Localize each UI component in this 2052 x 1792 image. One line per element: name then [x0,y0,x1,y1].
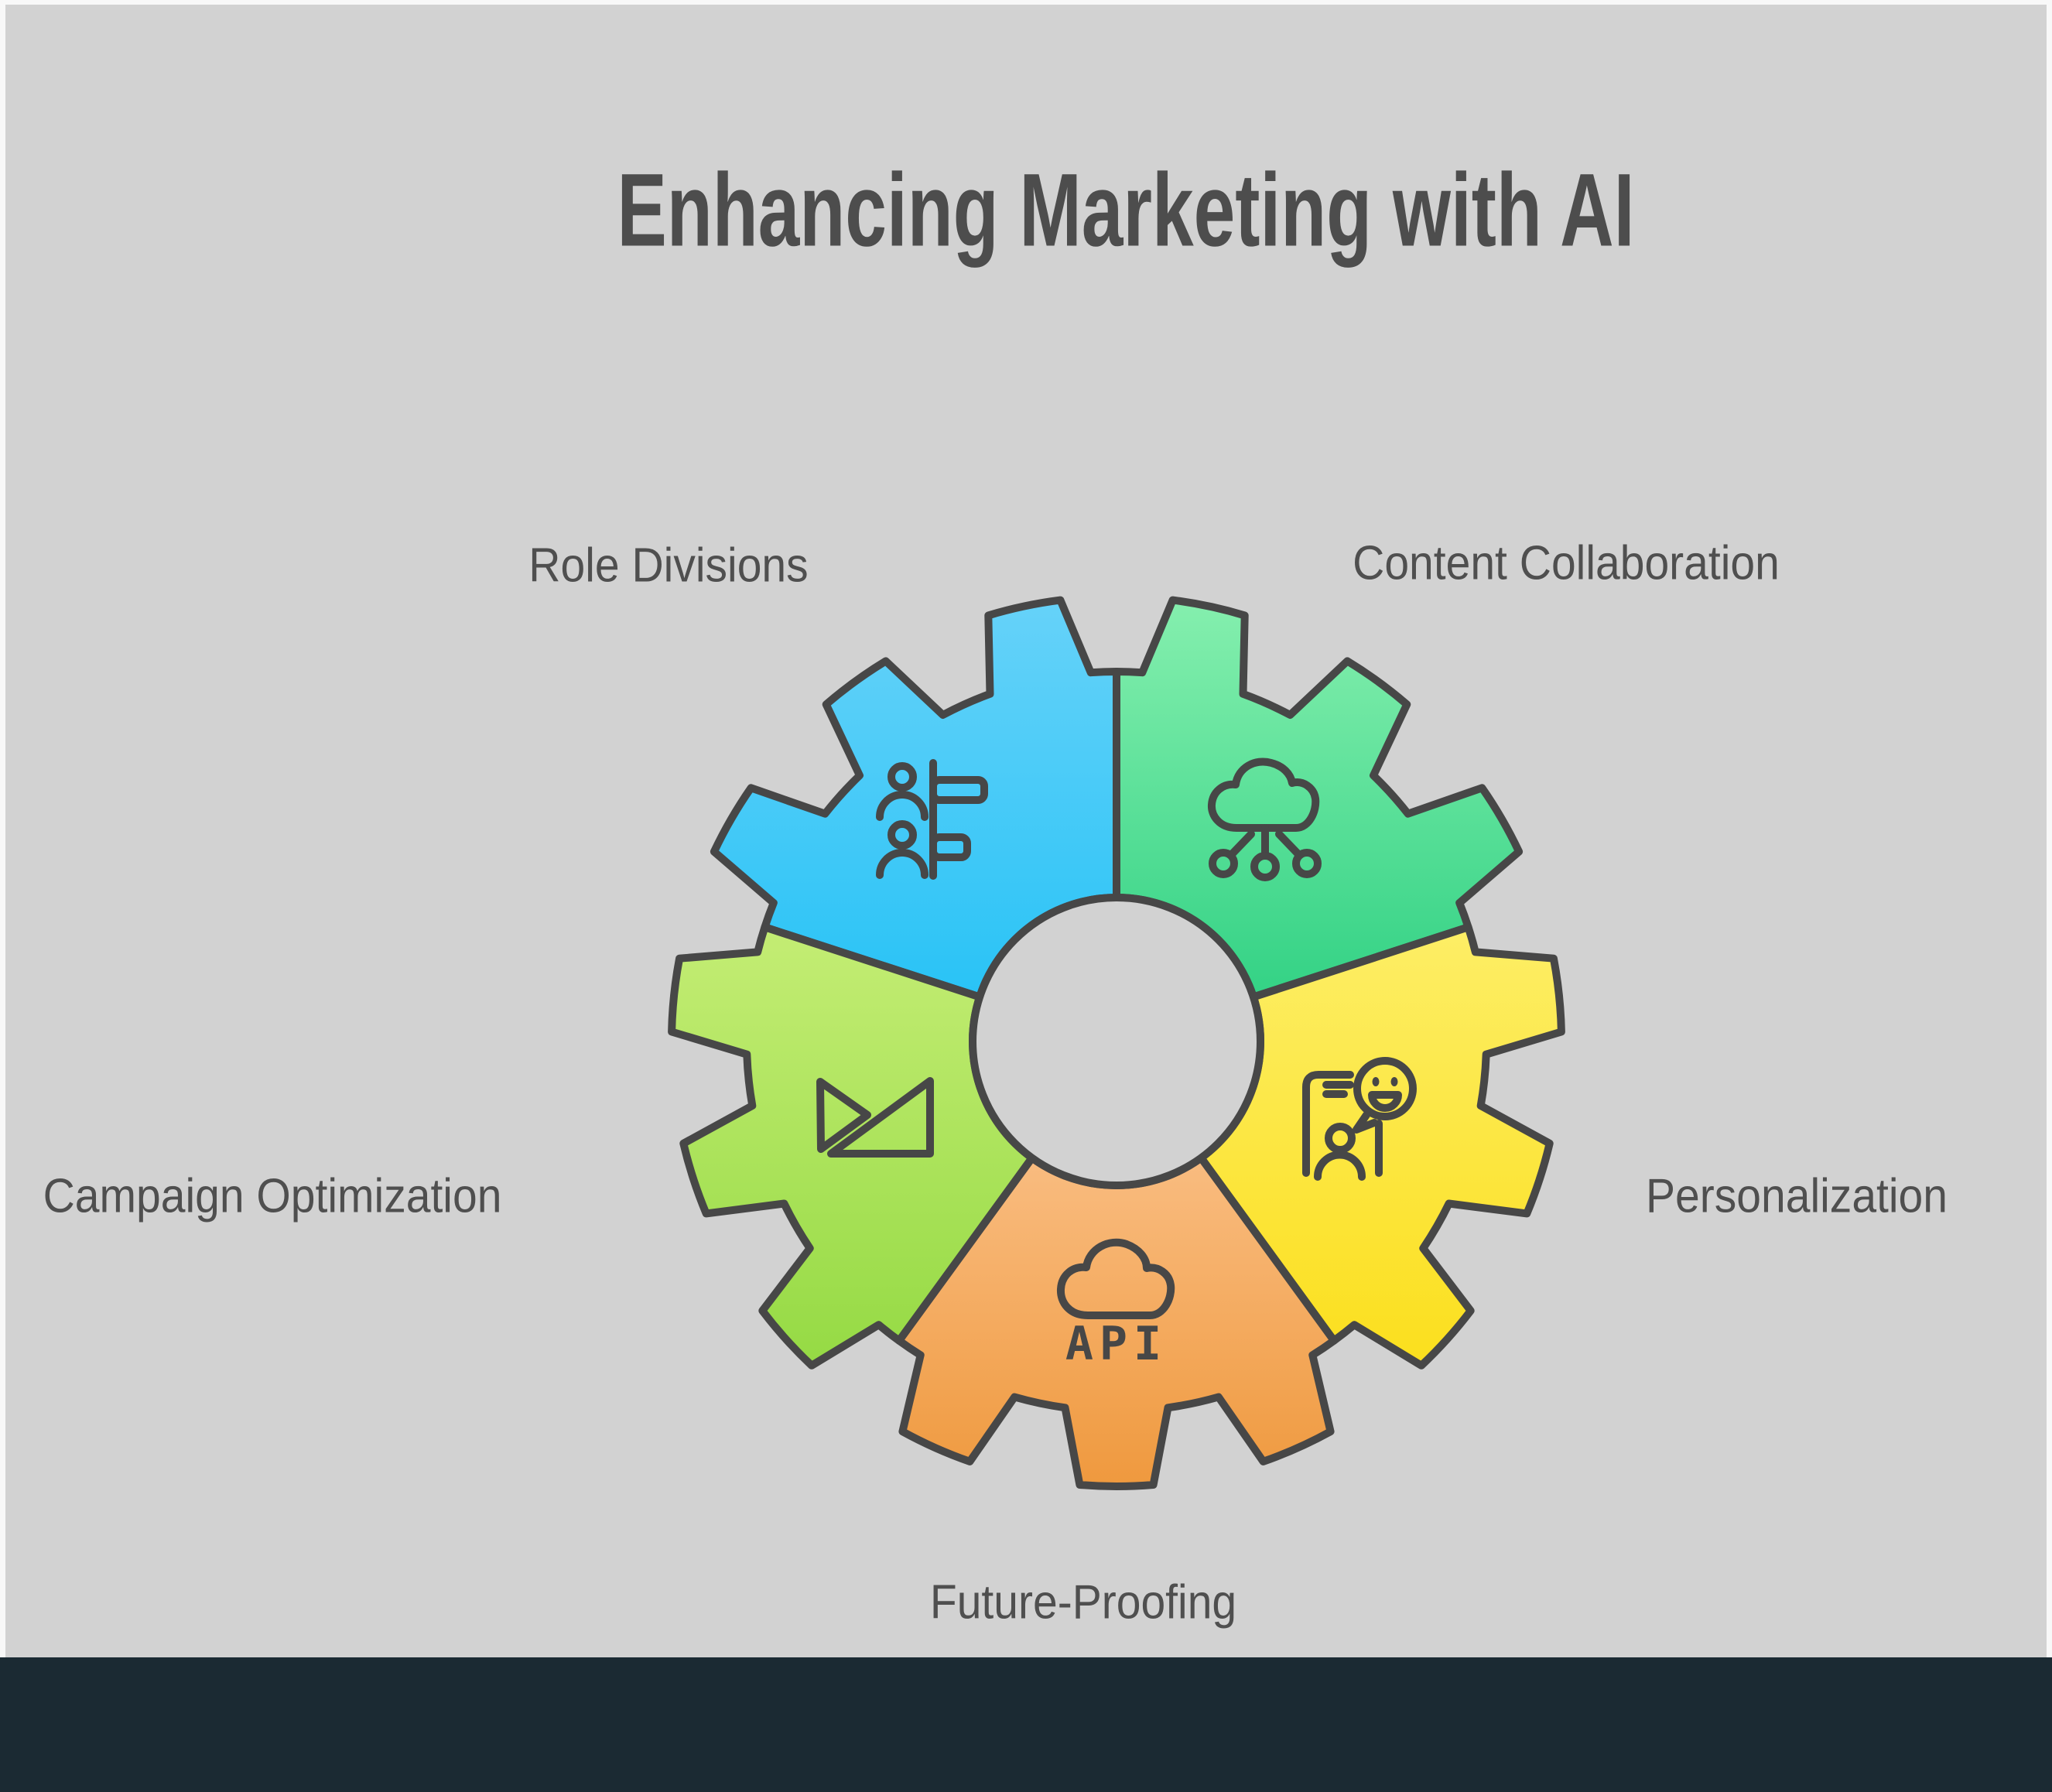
cloud-api-icon: API [1057,1238,1175,1371]
network-node [1209,849,1238,878]
label-role-divisions: Role Divisions [528,539,809,593]
footer-bar [0,1657,2052,1792]
api-label: API [1065,1317,1168,1371]
person-shoulders-icon [876,791,929,821]
smiley-bubble [1353,1057,1417,1120]
role-bar [929,833,971,861]
smiley-eye [1372,1077,1380,1086]
phone-outline [1302,1071,1354,1177]
gear-center-hub [969,894,1264,1189]
cloud-shape [1057,1238,1175,1319]
person-head-icon [887,762,917,792]
label-future-proofing: Future-Proofing [929,1575,1237,1630]
smiley-eye [1390,1077,1398,1086]
triangles-growth-icon [816,1077,934,1158]
small-triangle [816,1078,871,1153]
cloud-shape [1208,757,1320,832]
network-node [1250,852,1280,881]
phone-chat-smiley-icon [1302,1057,1417,1181]
role-bar [929,776,988,804]
page-title: Enhancing Marketing with AI [617,152,1635,268]
bubble-tail [1353,1111,1378,1134]
person-shoulders-icon [1314,1151,1366,1181]
network-node [1292,849,1322,878]
person-head-icon [1325,1123,1356,1154]
network-line [1275,830,1301,857]
network-line [1229,830,1255,857]
segment-icons: API [816,757,1417,1371]
label-personalization: Personalization [1645,1169,1948,1223]
roles-icon [876,759,988,880]
person-head-icon [887,820,917,850]
cloud-network-icon [1208,757,1322,881]
large-triangle [827,1077,934,1158]
label-content-collaboration: Content Collaboration [1353,536,1780,590]
person-shoulders-icon [876,849,929,879]
smiley-mouth [1368,1091,1402,1112]
label-campaign-optimization: Campaign Optimization [43,1169,502,1223]
